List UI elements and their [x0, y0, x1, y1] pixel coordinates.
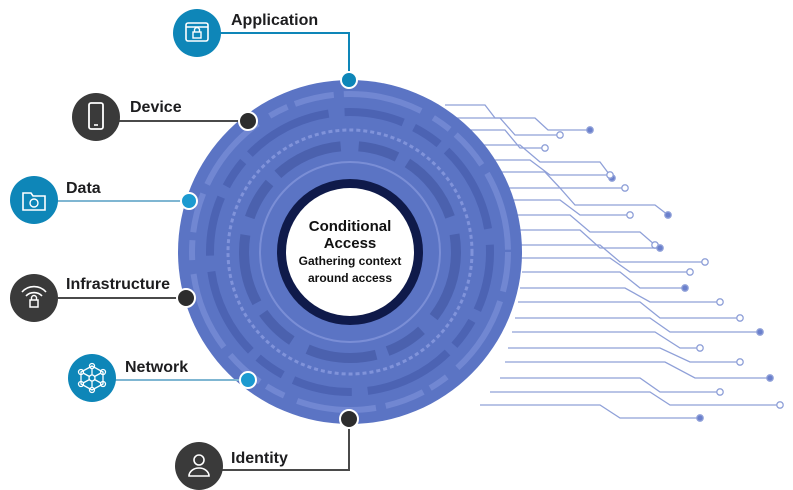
circuit-trace: [515, 229, 660, 249]
label-device: Device: [130, 99, 182, 116]
circuit-trace: [522, 271, 685, 289]
circuit-trace: [445, 104, 590, 131]
circuit-node: [736, 358, 744, 366]
circuit-trace: [520, 287, 720, 303]
circuit-trace: [500, 171, 625, 189]
circuit-node: [716, 298, 724, 306]
circuit-node: [626, 211, 634, 219]
ring-band-3: [226, 128, 474, 376]
dot-network: [239, 371, 257, 389]
circuit-node: [686, 268, 694, 276]
circuit-trace: [480, 404, 700, 419]
connector-application: [211, 32, 350, 80]
label-data: Data: [66, 180, 101, 197]
user-badge-icon: [175, 442, 223, 490]
circuit-trace: [512, 331, 700, 349]
circuit-traces: [445, 104, 784, 422]
circuit-trace: [505, 361, 770, 379]
circuit-node: [756, 328, 764, 336]
folder-shield-icon: [10, 176, 58, 224]
circuit-trace: [500, 377, 720, 393]
dot-infrastructure: [176, 288, 196, 308]
ring-band-5: [259, 161, 441, 343]
circuit-trace: [450, 117, 560, 136]
label-infrastructure: Infrastructure: [66, 276, 171, 293]
connector-identity: [220, 419, 350, 471]
wifi-lock-icon: [10, 274, 58, 322]
circuit-trace: [520, 257, 690, 273]
center-label: Conditional Access Gathering context aro…: [288, 218, 412, 286]
circuit-node: [681, 284, 689, 292]
circuit-node: [776, 401, 784, 409]
app-window-lock-icon: [173, 9, 221, 57]
circuit-node: [696, 414, 704, 422]
ring-band-2: [206, 108, 494, 396]
circuit-node: [621, 184, 629, 192]
circuit-trace: [470, 144, 613, 179]
circuit-node: [606, 171, 614, 179]
smartphone-icon: [72, 93, 120, 141]
center-disc: [286, 188, 414, 316]
circuit-trace: [505, 187, 669, 216]
circuit-node: [696, 344, 704, 352]
network-nodes-icon: [68, 354, 116, 402]
label-network: Network: [125, 359, 189, 376]
center-title-line2: Access: [323, 235, 377, 252]
circuit-trace: [515, 317, 760, 333]
dot-data: [180, 192, 198, 210]
dot-application: [340, 71, 358, 89]
circuit-node: [766, 374, 774, 382]
dot-identity: [339, 409, 359, 429]
label-application: Application: [231, 12, 319, 29]
center-subtitle-line2: around access: [307, 271, 393, 285]
center-title-line1: Conditional: [308, 218, 392, 235]
circuit-trace: [510, 199, 630, 216]
circuit-node: [541, 144, 549, 152]
circuit-trace: [512, 214, 656, 246]
circuit-trace: [508, 347, 740, 363]
center-subtitle-line1: Gathering context: [298, 254, 402, 268]
circuit-trace: [518, 244, 705, 263]
circuit-trace: [460, 129, 545, 149]
circuit-trace: [518, 301, 740, 319]
circuit-trace: [490, 391, 780, 406]
circuit-node: [586, 126, 594, 134]
circuit-node: [556, 131, 564, 139]
circuit-node: [736, 314, 744, 322]
circuit-node: [701, 258, 709, 266]
dot-device: [238, 111, 258, 131]
circuit-trace: [480, 159, 610, 176]
circuit-node: [664, 211, 672, 219]
circuit-node: [656, 244, 664, 252]
label-identity: Identity: [231, 450, 288, 467]
ring-band-4: [239, 141, 461, 363]
circuit-node: [716, 388, 724, 396]
